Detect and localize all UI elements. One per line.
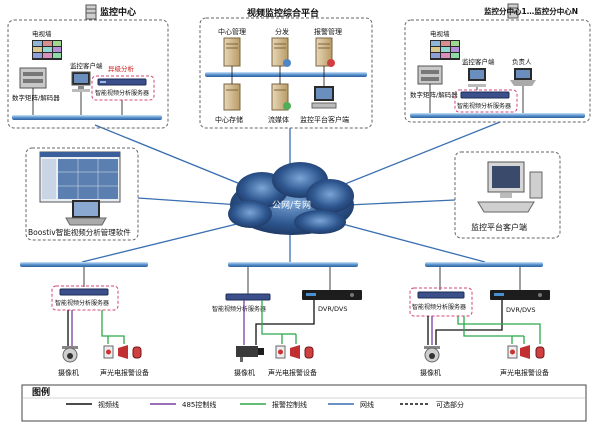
lan-bus <box>12 115 162 120</box>
streaming-server-icon <box>271 83 291 111</box>
platform-client-mid-label: 监控平台客户端 <box>471 222 527 232</box>
site-3-server-label: 智能视频分析服务器 <box>412 303 466 311</box>
site-2-alarm-device-icon <box>275 345 314 359</box>
network-cloud: 公网/专网 <box>228 162 354 235</box>
sub-client-icon <box>468 68 486 87</box>
streaming-label: 流媒体 <box>268 115 289 124</box>
integrated-platform-panel: 视频监控综合平台 中心管理 分发 报警管理 中心存储 <box>199 7 373 129</box>
site-3-dvr-icon <box>490 290 550 300</box>
sub-server-label: 智能视频分析服务器 <box>457 102 511 110</box>
sub-center-tower-icon <box>507 3 519 19</box>
site-3-optional-box <box>409 287 473 317</box>
matrix-decoder-label: 数字矩阵/解码器 <box>12 93 60 102</box>
legend-network-label: 网线 <box>360 400 374 409</box>
sub-center-panel: 监控分中心1…监控分中心N 电视墙 数字矩阵/解码器 监控客户端 负责人 <box>404 3 591 123</box>
site-1-alarm-label: 声光电报警设备 <box>100 368 149 377</box>
legend-485-label: 485控制线 <box>182 400 216 409</box>
distribution-server-icon <box>271 37 291 67</box>
center-mgmt-server-icon <box>223 37 241 67</box>
alarm-mgmt-server-icon <box>315 37 335 67</box>
legend-title: 图例 <box>32 386 50 398</box>
sub-tv-wall-label: 电视墙 <box>430 29 450 38</box>
site-3-alarm-label: 声光电报警设备 <box>500 368 549 377</box>
site-2-dvr-label: DVR/DVS <box>318 305 348 313</box>
software-label: Boostiv智能视频分析管理软件 <box>28 227 131 237</box>
platform-client-panel: 监控平台客户端 <box>454 151 561 239</box>
site-3-dome-camera-icon <box>424 346 440 363</box>
monitor-center-title: 监控中心 <box>100 6 136 18</box>
site-1-dome-camera-icon <box>62 346 78 363</box>
site-3-server-icon <box>417 291 465 299</box>
site-3-camera-label: 摄像机 <box>420 368 441 377</box>
site-2-server-icon <box>225 293 271 301</box>
site-1-server-label: 智能视频分析服务器 <box>55 299 109 307</box>
site-1-bus <box>20 262 148 267</box>
sub-center-title: 监控分中心1…监控分中心N <box>484 6 578 16</box>
laptop-icon <box>65 200 107 226</box>
site-2-dvr-icon <box>302 290 362 300</box>
site-2: 智能视频分析服务器 DVR/DVS 摄像机 声光电报警设备 <box>212 262 362 377</box>
site-2-server-label: 智能视频分析服务器 <box>212 305 266 313</box>
software-panel: Boostiv智能视频分析管理软件 <box>25 147 139 241</box>
client-label: 监控客户端 <box>70 61 103 70</box>
site-1-optional-box <box>51 285 119 311</box>
legend-video-label: 视频线 <box>98 400 119 409</box>
platform-client-pc-icon <box>311 86 337 109</box>
legend-optional-label: 可选部分 <box>436 400 464 409</box>
cloud-label: 公网/专网 <box>272 199 311 211</box>
sub-optional-server-box <box>454 89 518 113</box>
desktop-pc-icon <box>477 161 543 213</box>
site-3-bus <box>425 262 543 267</box>
sub-matrix-label: 数字矩阵/解码器 <box>410 90 458 99</box>
center-storage-label: 中心存储 <box>215 115 243 124</box>
tv-wall-icon <box>32 40 62 60</box>
site-3: 智能视频分析服务器 DVR/DVS 摄像机 声光电报警设备 <box>409 262 550 377</box>
site-2-alarm-label: 声光电报警设备 <box>268 368 317 377</box>
sub-matrix-decoder-icon <box>417 65 443 85</box>
analysis-server-label: 智能视频分析服务器 <box>95 89 149 97</box>
site-1-server-icon <box>59 288 109 296</box>
matrix-decoder-icon <box>19 67 47 89</box>
sub-tv-wall-icon <box>430 40 460 60</box>
legend-alarm-label: 报警控制线 <box>272 400 307 409</box>
site-1: 智能视频分析服务器 摄像机 声光电报警设备 <box>20 262 149 377</box>
platform-bus <box>205 72 367 77</box>
person-label: 负责人 <box>512 57 532 66</box>
center-storage-server-icon <box>223 83 241 111</box>
alarm-analysis-label: 异级分析 <box>108 64 135 73</box>
sub-client-label: 监控客户端 <box>462 57 495 66</box>
site-1-alarm-device-icon <box>103 345 142 359</box>
tv-wall-label: 电视墙 <box>32 29 52 38</box>
optional-server-box <box>91 75 155 101</box>
network-links <box>81 121 501 263</box>
site-2-bus <box>228 262 358 267</box>
site-2-box-camera-icon <box>236 346 264 362</box>
site-1-camera-label: 摄像机 <box>58 368 79 377</box>
monitor-center-panel: 监控中心 电视墙 数字矩阵/解码器 监控客户端 异级分析 <box>7 4 169 129</box>
analysis-server-icon <box>97 78 147 86</box>
center-mgmt-label: 中心管理 <box>218 27 246 36</box>
sub-analysis-server-icon <box>460 91 510 99</box>
monitor-tower-icon <box>85 4 97 20</box>
alarm-mgmt-label: 报警管理 <box>314 27 342 36</box>
client-workstation-icon <box>71 71 91 92</box>
site-3-alarm-device-icon <box>507 345 545 359</box>
platform-client-label: 监控平台客户端 <box>300 115 349 124</box>
person-laptop-icon <box>510 68 536 86</box>
site-3-dvr-label: DVR/DVS <box>506 306 536 314</box>
distribution-label: 分发 <box>275 27 289 36</box>
site-2-camera-label: 摄像机 <box>234 368 255 377</box>
software-screenshot-icon <box>39 151 121 203</box>
sub-lan-bus <box>410 113 585 118</box>
platform-title: 视频监控综合平台 <box>247 7 319 19</box>
legend: 图例 视频线 485控制线 报警控制线 网线 可选部分 <box>21 384 587 422</box>
